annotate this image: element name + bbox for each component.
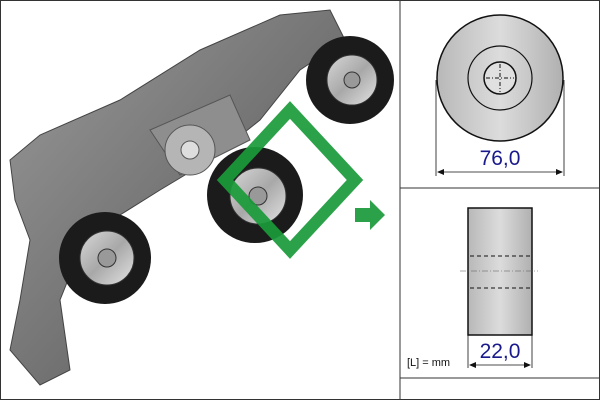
pulley-middle xyxy=(207,147,303,243)
pulley-bottom xyxy=(59,212,151,304)
unit-label: [L] = mm xyxy=(407,357,451,369)
pulley-side-view xyxy=(460,207,538,368)
diameter-dimension: 76,0 xyxy=(479,147,521,170)
pulley-front-view xyxy=(435,14,565,176)
pulley-top xyxy=(306,36,394,124)
width-dimension: 22,0 xyxy=(479,340,521,363)
ina-logo xyxy=(216,101,385,259)
arrow-icon xyxy=(355,200,385,230)
